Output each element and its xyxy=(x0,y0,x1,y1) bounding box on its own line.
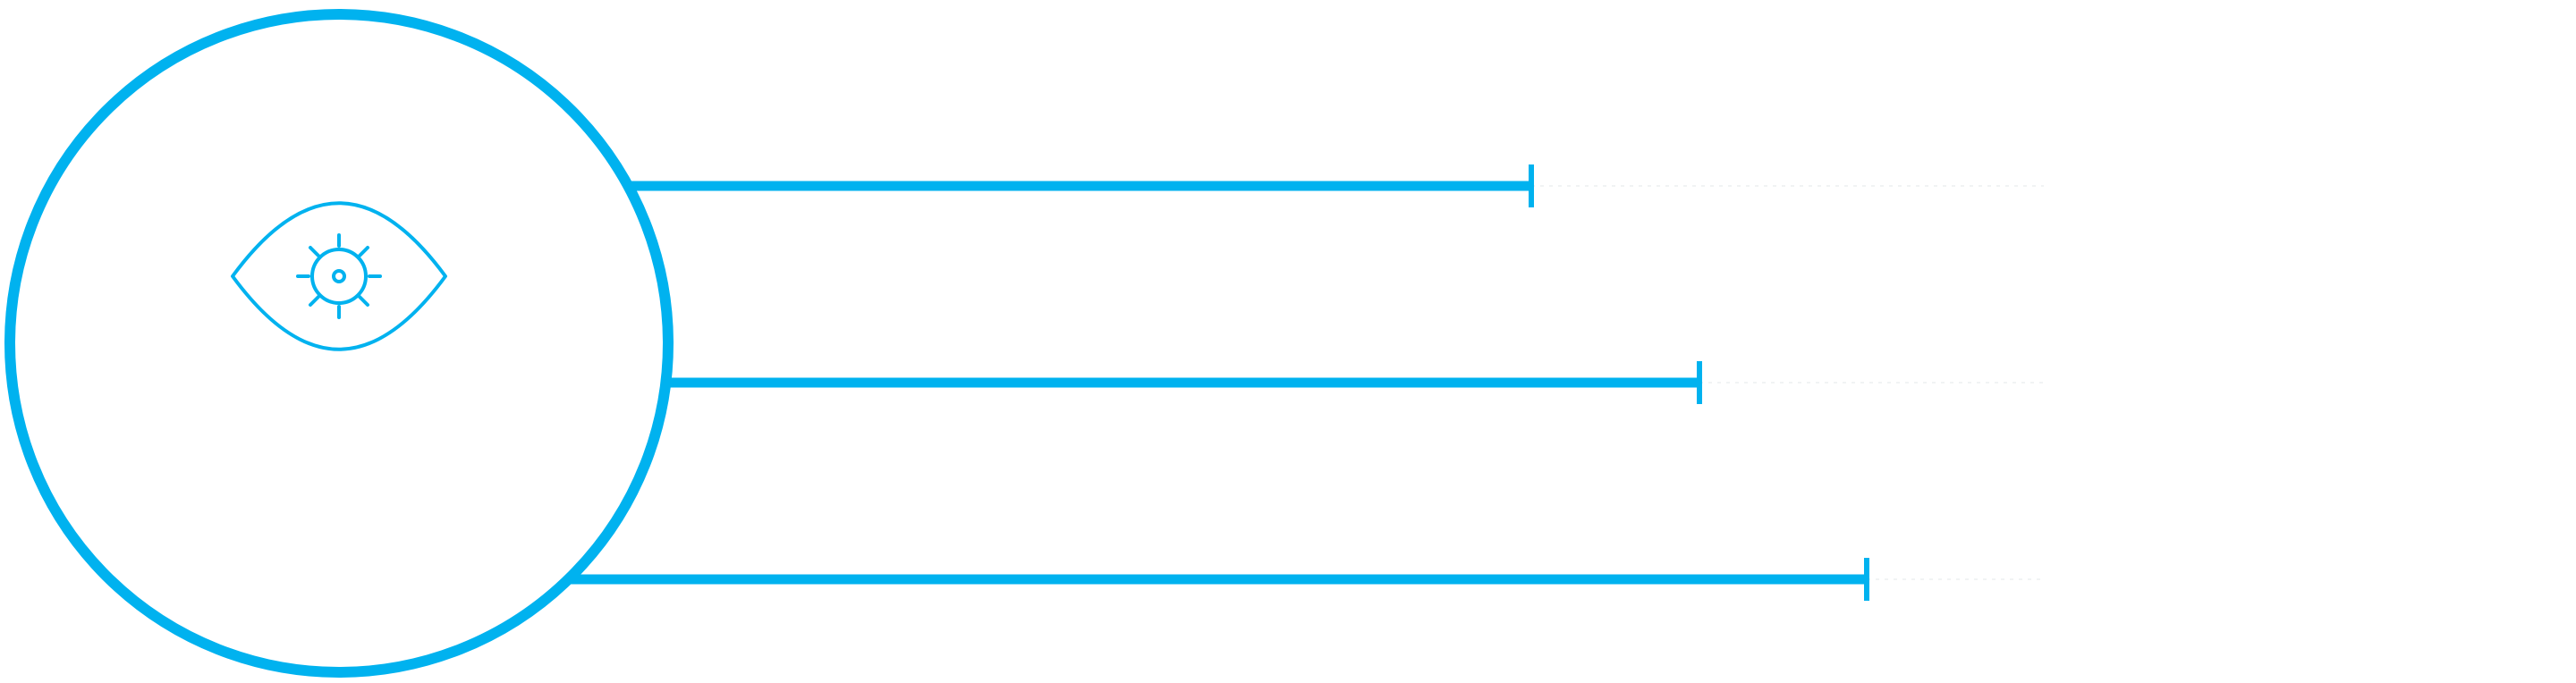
eye-outline xyxy=(231,201,447,351)
spoke-bars xyxy=(564,164,1869,601)
eye-icon xyxy=(231,201,447,351)
eye-pupil xyxy=(332,269,346,283)
eye-rays xyxy=(296,233,382,319)
hub-circle xyxy=(4,9,674,678)
eye-iris xyxy=(310,248,368,305)
guide-lines xyxy=(1531,185,2044,580)
